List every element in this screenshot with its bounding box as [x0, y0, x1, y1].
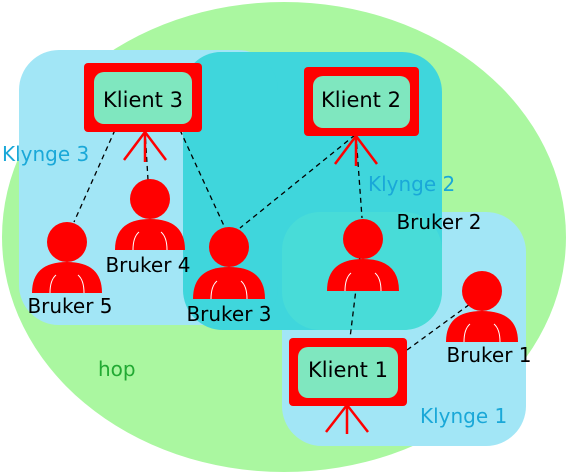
screen: [298, 347, 398, 398]
easel-legs: [325, 404, 369, 434]
cluster-overlap-3-2: [183, 52, 278, 325]
screen: [94, 72, 192, 124]
user-label: Bruker 1: [446, 343, 531, 367]
user-bruker2: Bruker 2: [327, 210, 482, 292]
link-klient2-bruker3: [239, 134, 356, 229]
user-body: [115, 219, 185, 250]
client-klient1: Klient 1: [289, 338, 407, 434]
user-label: Bruker 4: [105, 253, 190, 277]
link-klient1-bruker1: [406, 303, 471, 351]
link-klient3-bruker5: [73, 129, 116, 223]
user-head: [47, 222, 87, 262]
client-label: Klient 1: [308, 358, 388, 382]
easel-legs: [334, 135, 378, 166]
user-head: [130, 179, 170, 219]
user-bruker3: Bruker 3: [186, 227, 272, 326]
user-body: [32, 262, 102, 293]
user-label: Bruker 5: [27, 294, 112, 318]
user-label: Bruker 3: [186, 302, 271, 326]
user-body: [193, 267, 265, 299]
user-bruker4: Bruker 4: [105, 179, 191, 277]
client-klient2: Klient 2: [304, 67, 419, 166]
client-label: Klient 2: [321, 88, 401, 112]
cluster-label-klynge3: Klynge 3: [2, 142, 89, 166]
user-bruker5: Bruker 5: [27, 222, 113, 318]
cluster-label-klynge2: Klynge 2: [368, 172, 455, 196]
user-body: [446, 311, 518, 342]
screen: [313, 76, 410, 128]
user-label: Bruker 2: [396, 210, 481, 234]
user-head: [209, 227, 249, 267]
client-klient3: Klient 3: [84, 63, 202, 162]
user-head: [462, 271, 502, 311]
cluster-label-klynge1: Klynge 1: [420, 404, 507, 428]
easel-legs: [123, 131, 167, 162]
user-body: [327, 259, 399, 291]
hop-label: hop: [98, 357, 136, 381]
user-bruker1: Bruker 1: [446, 271, 532, 367]
client-label: Klient 3: [103, 88, 183, 112]
user-head: [343, 219, 383, 259]
